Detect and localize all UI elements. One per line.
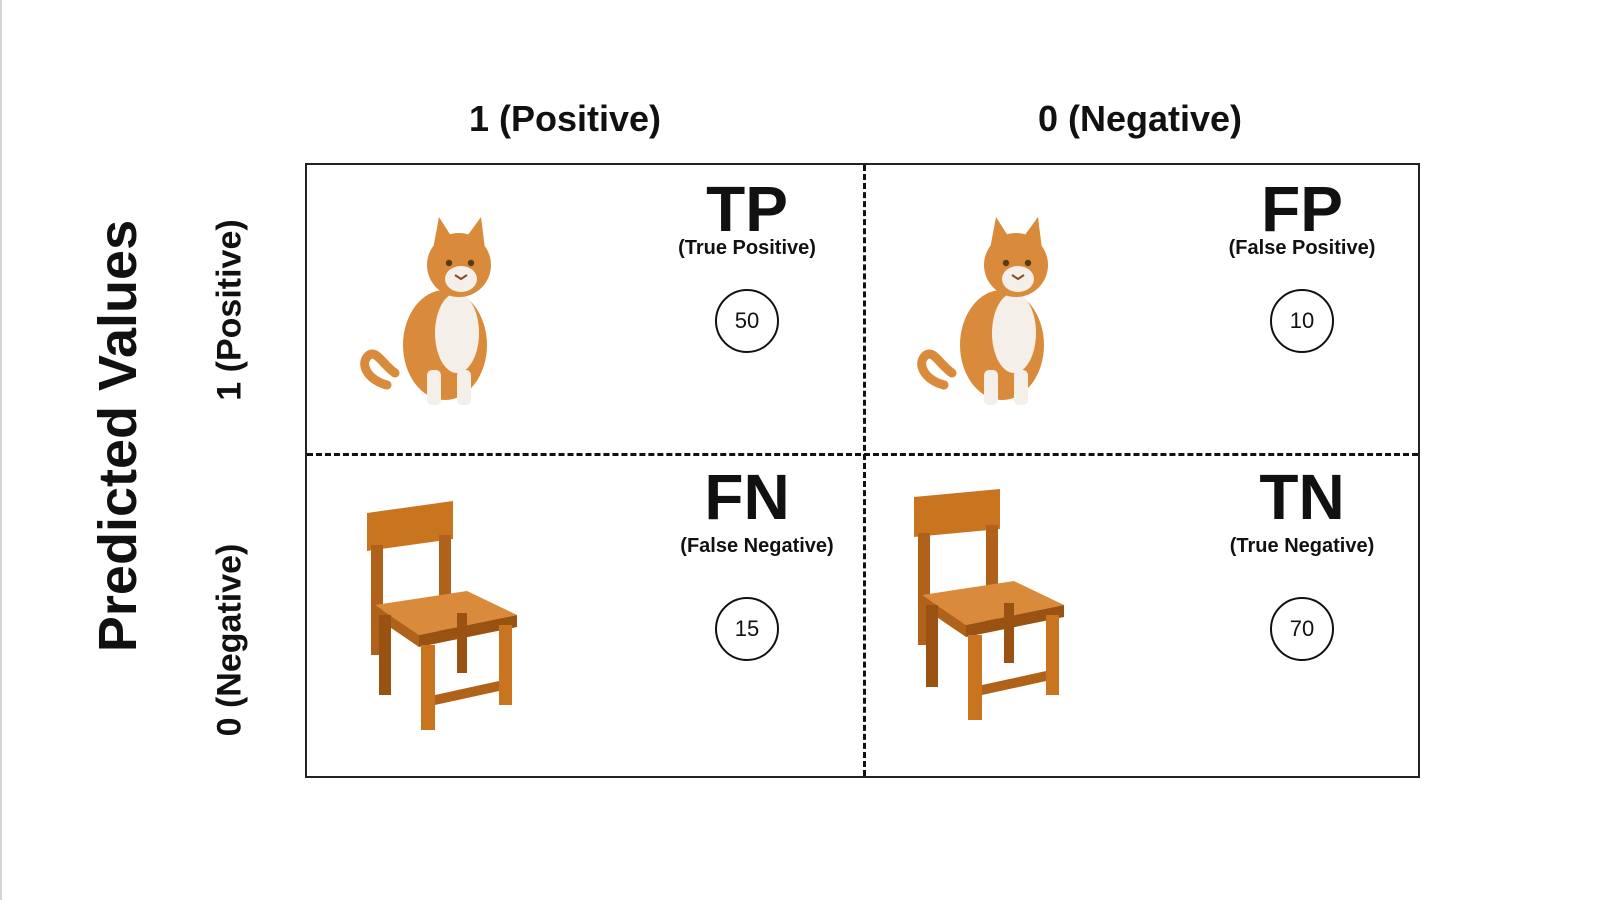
- cell-false-negative: FN (False Negative) 15: [307, 455, 864, 755]
- horizontal-divider: [307, 453, 1418, 456]
- cat-image: [917, 217, 1048, 405]
- row-header-negative: 0 (Negative): [210, 543, 249, 737]
- row-axis-title: Predicted Values: [88, 219, 148, 653]
- row-header-positive: 1 (Positive): [210, 219, 249, 401]
- cell-full-name: (False Positive): [1228, 237, 1376, 259]
- count-badge: 70: [1270, 597, 1334, 661]
- cell-true-positive: TP (True Positive) 50: [307, 165, 864, 465]
- column-header-positive: 1 (Positive): [468, 98, 662, 139]
- cell-abbreviation: TN: [1259, 461, 1345, 533]
- column-header-negative: 0 (Negative): [1037, 98, 1243, 139]
- count-badge: 15: [715, 597, 779, 661]
- cell-full-name: (True Negative): [1229, 535, 1375, 557]
- count-badge: 50: [715, 289, 779, 353]
- page-left-edge: [0, 0, 2, 900]
- count-badge: 10: [1270, 289, 1334, 353]
- chair-image: [367, 501, 517, 730]
- cell-abbreviation: FN: [704, 461, 790, 533]
- cell-abbreviation: TP: [706, 173, 788, 245]
- cat-image: [360, 217, 491, 405]
- cell-abbreviation: FP: [1261, 173, 1343, 245]
- cell-full-name: (True Positive): [678, 237, 816, 259]
- cell-false-positive: FP (False Positive) 10: [864, 165, 1421, 465]
- vertical-divider: [863, 165, 866, 776]
- cell-true-negative: TN (True Negative) 70: [864, 455, 1421, 755]
- cell-full-name: (False Negative): [680, 535, 834, 557]
- chair-image: [914, 489, 1064, 720]
- confusion-matrix-grid: TP (True Positive) 50 FP (False Positive…: [305, 163, 1420, 778]
